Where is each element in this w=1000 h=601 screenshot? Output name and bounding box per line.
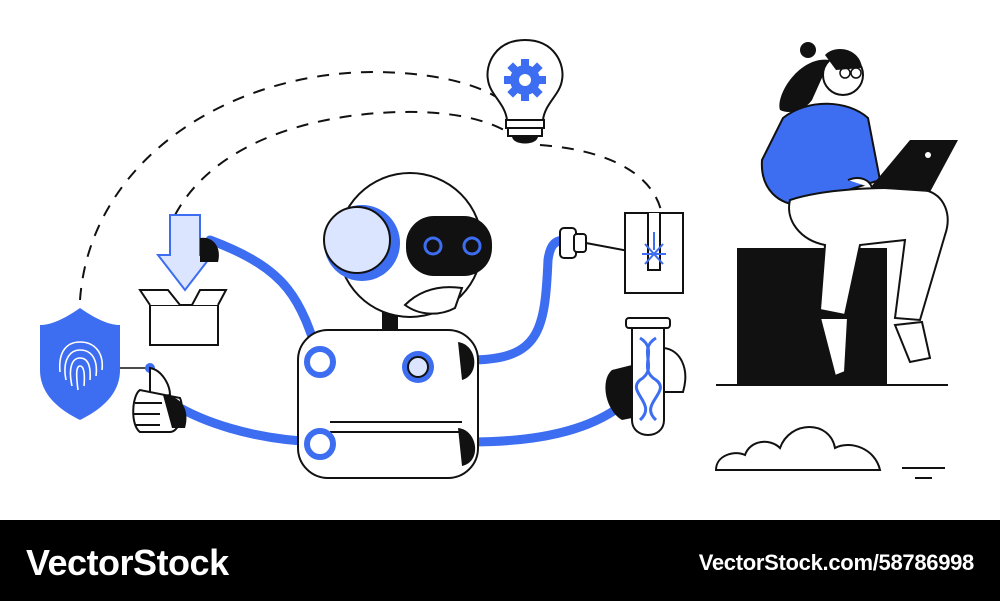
dashed-arc-inner: [174, 110, 526, 216]
woman-with-laptop: [716, 42, 958, 386]
robot-body: [297, 329, 479, 479]
robot-automation-illustration: [40, 38, 958, 479]
gear-icon: [504, 59, 546, 101]
cloud-shape: [714, 426, 882, 471]
download-box-icon: [138, 214, 228, 346]
robot-head: [323, 172, 492, 335]
watermark-footer: VectorStock VectorStock.com/58786998: [0, 520, 1000, 601]
fingerprint-shield-icon: [40, 308, 155, 420]
lightbulb-gear-icon: [486, 38, 564, 144]
laser-cutter-icon: [559, 212, 684, 294]
robot-hand-left: [132, 366, 187, 433]
image-id-credit: VectorStock.com/58786998: [698, 550, 975, 575]
brand-logo-text: VectorStock: [26, 542, 229, 583]
dashed-arc-right: [539, 144, 663, 216]
dna-test-tube-icon: [605, 317, 687, 436]
